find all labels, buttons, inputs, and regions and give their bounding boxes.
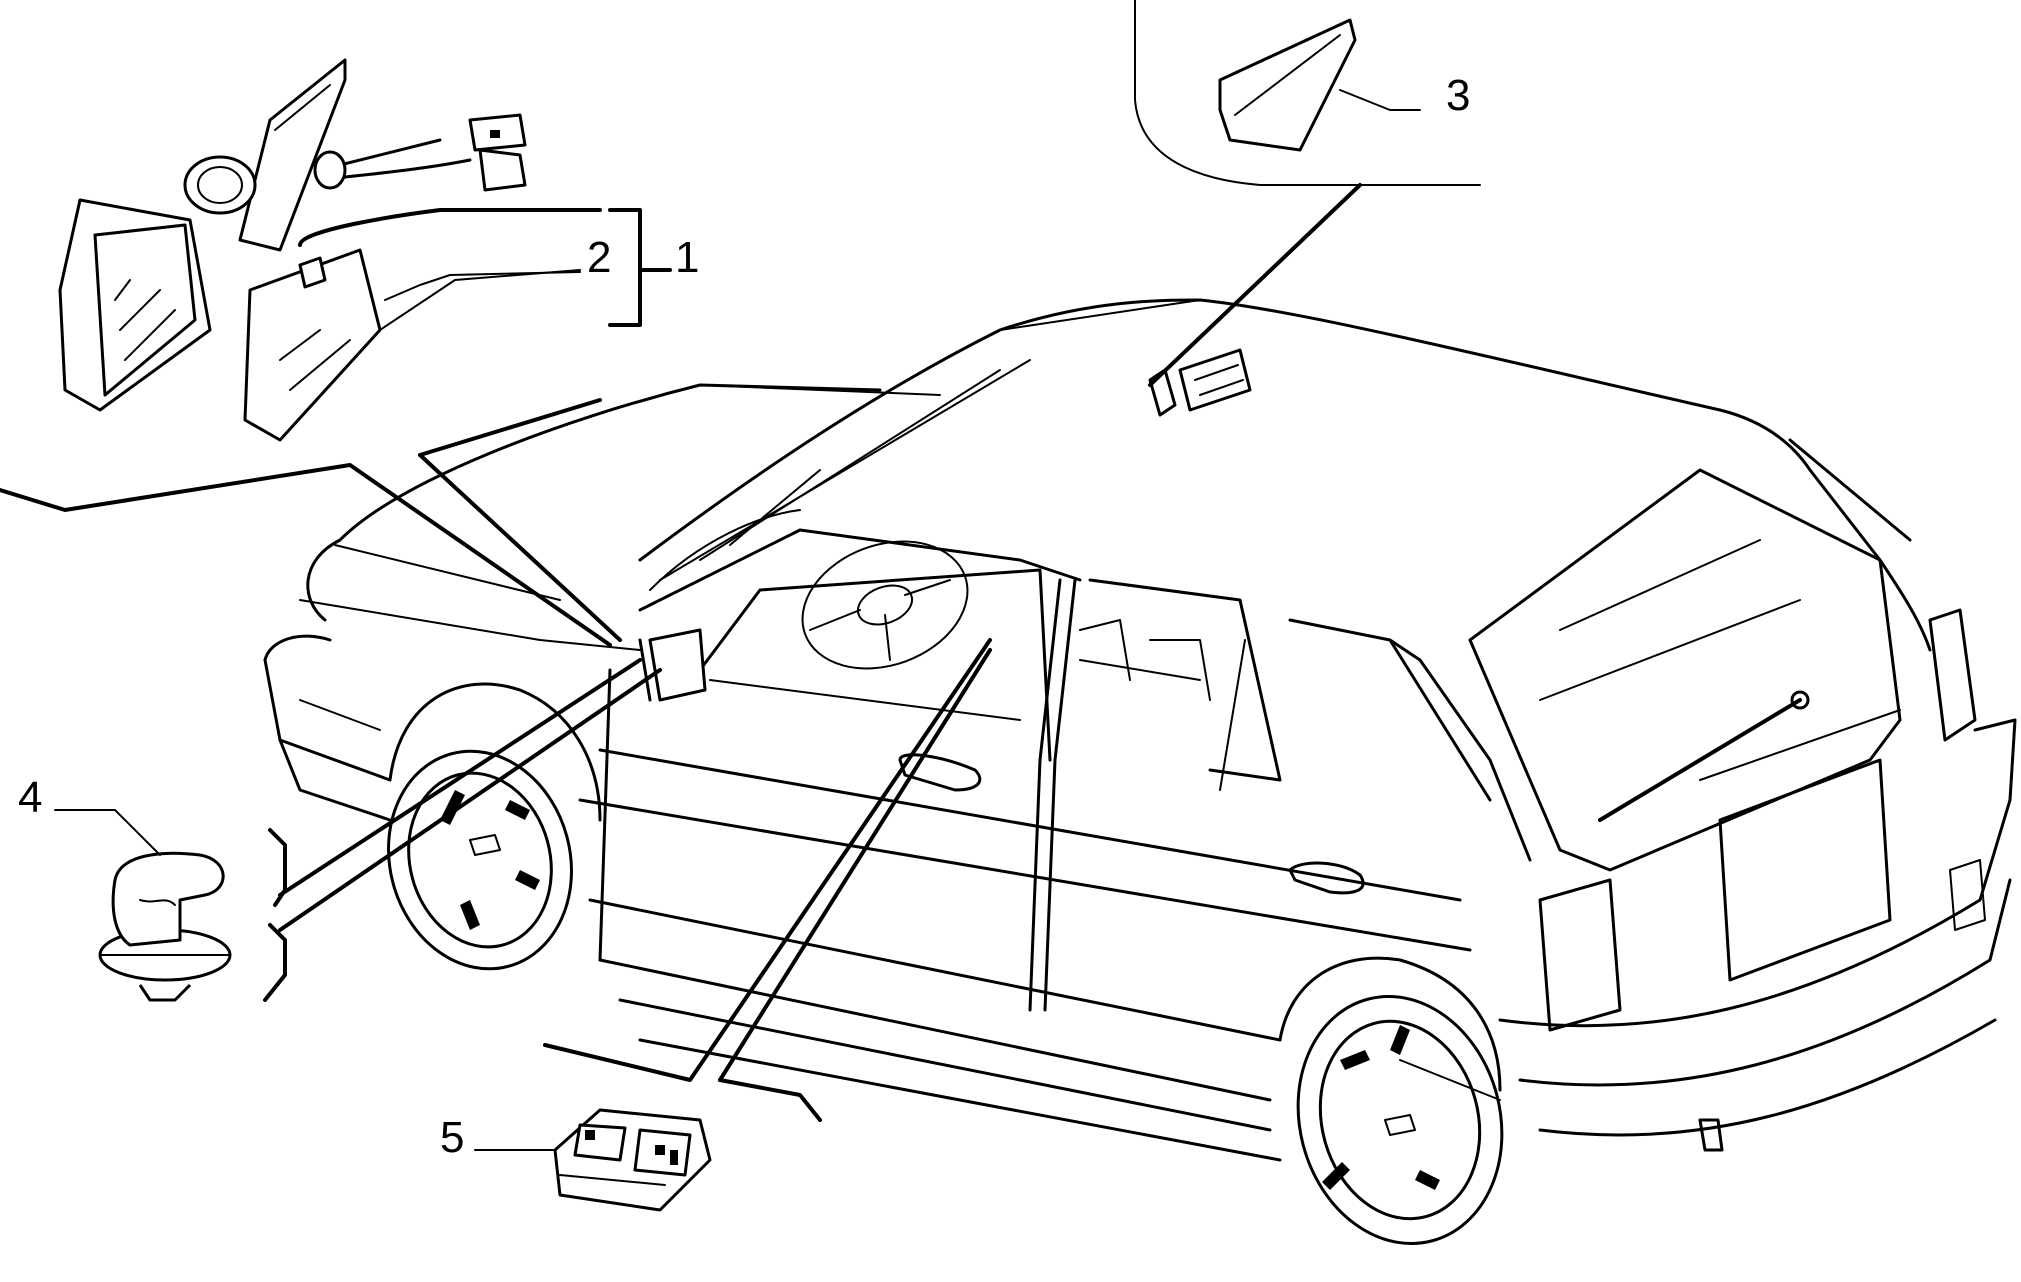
mirror-switch xyxy=(553,1108,712,1212)
interior-mirror-trim xyxy=(1134,0,1481,186)
mirror-glass xyxy=(243,248,382,442)
callout-3: 3 xyxy=(1446,71,1470,120)
door-clip xyxy=(98,851,232,1002)
car-illustration xyxy=(263,298,2017,1245)
callout-labels: 1 2 3 4 5 xyxy=(18,71,1470,1162)
leader-lines xyxy=(0,89,1421,1151)
exterior-mirror-assembly xyxy=(58,58,527,412)
callout-2: 2 xyxy=(587,233,611,282)
callout-5: 5 xyxy=(440,1113,464,1162)
callout-4: 4 xyxy=(18,773,42,822)
callout-1: 1 xyxy=(675,233,699,282)
